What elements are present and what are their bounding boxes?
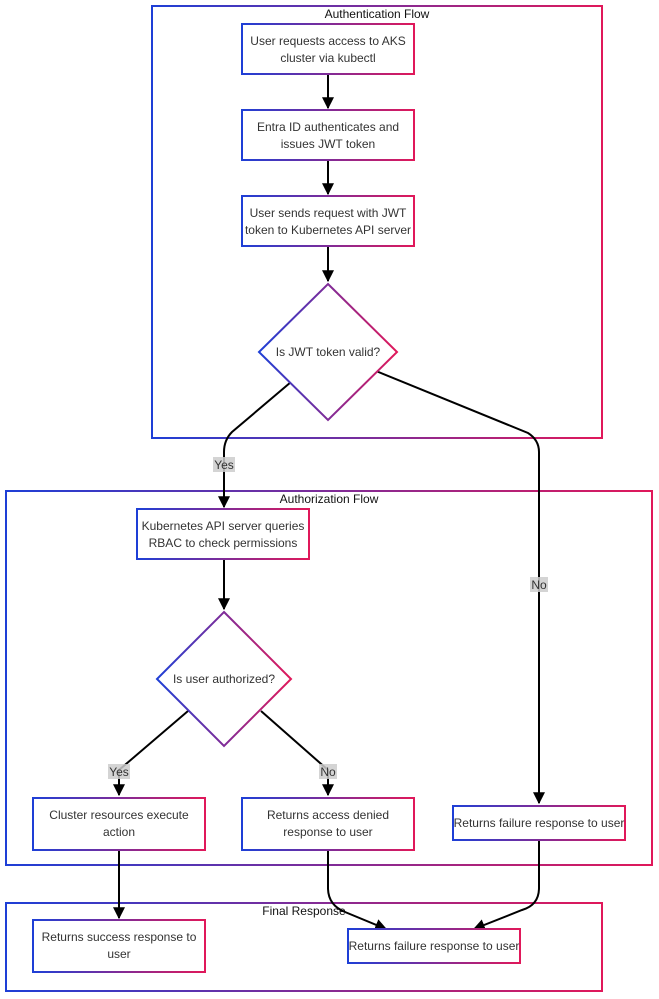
svg-text:Returns failure response to us: Returns failure response to user: [454, 816, 625, 830]
node-failure-response-authorization: Returns failure response to user: [452, 805, 626, 841]
svg-text:Kubernetes API server queries: Kubernetes API server queries: [142, 519, 305, 533]
edge-label-jwt-yes: Yes: [213, 457, 235, 472]
svg-text:Entra ID authenticates and: Entra ID authenticates and: [257, 120, 399, 134]
edge-label-authorized-no: No: [319, 764, 337, 779]
svg-text:RBAC to check permissions: RBAC to check permissions: [149, 536, 298, 550]
edge-label-authorized-yes: Yes: [108, 764, 130, 779]
svg-text:Returns access denied: Returns access denied: [267, 808, 389, 822]
svg-text:Returns success response to: Returns success response to: [42, 930, 197, 944]
node-failure-response-final: Returns failure response to user: [347, 928, 521, 964]
edge-authorized-no: [260, 710, 334, 797]
svg-text:User requests access to AKS: User requests access to AKS: [250, 34, 405, 48]
svg-text:Is JWT token valid?: Is JWT token valid?: [276, 345, 381, 359]
node-request-access: User requests access to AKS cluster via …: [241, 23, 415, 75]
svg-text:user: user: [107, 947, 130, 961]
svg-text:Cluster resources execute: Cluster resources execute: [49, 808, 189, 822]
svg-text:Yes: Yes: [214, 458, 234, 472]
group-title-authorization: Authorization Flow: [280, 492, 379, 506]
svg-text:No: No: [531, 578, 547, 592]
edge-jwt-yes: [218, 381, 292, 509]
group-authentication: Authentication Flow: [151, 5, 603, 439]
node-send-request: User sends request with JWT token to Kub…: [241, 195, 415, 247]
group-final-response: Final Response: [5, 902, 603, 992]
edge-failure-to-final: [472, 839, 540, 931]
edge-authorized-yes: [113, 710, 189, 797]
svg-text:issues JWT token: issues JWT token: [281, 137, 375, 151]
node-entra-authenticates: Entra ID authenticates and issues JWT to…: [241, 109, 415, 161]
group-title-final: Final Response: [262, 904, 346, 918]
node-rbac-query: Kubernetes API server queries RBAC to ch…: [136, 508, 310, 560]
edge-denied-to-failure: [327, 849, 388, 931]
edge-jwt-no: [375, 370, 545, 805]
svg-text:Returns failure response to us: Returns failure response to user: [349, 939, 520, 953]
svg-text:Yes: Yes: [109, 765, 129, 779]
edge-label-jwt-no: No: [530, 577, 548, 592]
decision-user-authorized: Is user authorized?: [155, 610, 293, 748]
node-access-denied: Returns access denied response to user: [241, 797, 415, 851]
svg-text:User sends request with JWT: User sends request with JWT: [250, 206, 407, 220]
svg-text:token to Kubernetes API server: token to Kubernetes API server: [245, 223, 411, 237]
svg-text:No: No: [320, 765, 336, 779]
svg-text:cluster via kubectl: cluster via kubectl: [280, 51, 375, 65]
svg-text:Is user authorized?: Is user authorized?: [173, 672, 275, 686]
node-success-response: Returns success response to user: [32, 919, 206, 973]
svg-text:response to user: response to user: [283, 825, 372, 839]
node-execute-action: Cluster resources execute action: [32, 797, 206, 851]
group-title-authentication: Authentication Flow: [325, 7, 430, 21]
svg-text:action: action: [103, 825, 135, 839]
decision-jwt-valid: Is JWT token valid?: [257, 282, 399, 422]
